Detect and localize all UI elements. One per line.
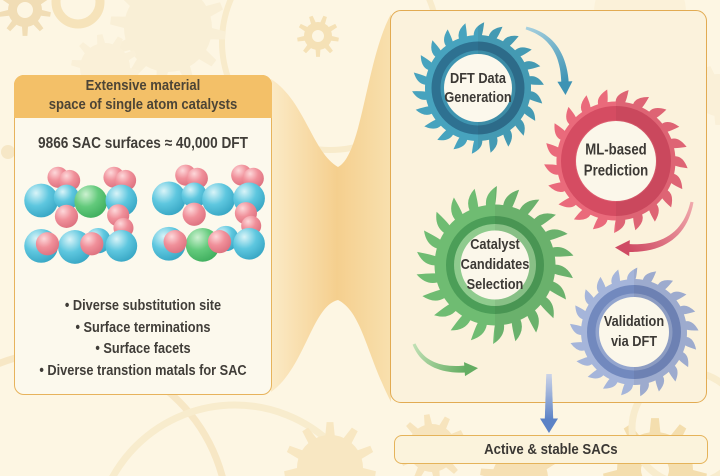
gear-label-line: Catalyst <box>470 236 520 253</box>
feature-list: • Diverse substitution site • Surface te… <box>30 296 255 382</box>
atom-sphere-pink <box>207 230 232 254</box>
atom-sphere-cyan <box>233 227 265 260</box>
feature-substitution-site: • Diverse substitution site <box>64 298 222 314</box>
atom-sphere-pink <box>54 204 79 228</box>
atom-cluster <box>24 166 138 264</box>
output-box-label: Active & stable SACs <box>484 441 618 458</box>
gear-label-line: Generation <box>444 89 512 106</box>
gear-label-line: ML-based <box>585 141 647 159</box>
card-header-line-1: Extensive material <box>85 78 200 94</box>
funnel-shape <box>271 14 391 402</box>
card-header: Extensive material space of single atom … <box>13 74 272 118</box>
atom-sphere-cyan <box>181 182 207 208</box>
sac-structure-illustration <box>24 164 265 264</box>
atom-cluster <box>151 164 265 262</box>
gear-label-ml-based-prediction: ML-based Prediction <box>584 141 648 182</box>
gear-label-line: via DFT <box>610 333 658 350</box>
feature-surface-terminations: • Surface terminations <box>75 319 211 336</box>
feature-transition-metals: • Diverse transtion matals for SAC <box>39 362 247 379</box>
feature-surface-facets: • Surface facets <box>95 341 191 357</box>
stat-line: 9866 SAC surfaces ≈ 40,000 DFT <box>38 135 248 152</box>
atom-sphere-cyan <box>53 184 80 210</box>
atom-sphere-green <box>74 185 108 218</box>
atom-sphere-pink <box>35 232 60 256</box>
material-space-card: Extensive material space of single atom … <box>13 74 272 395</box>
atom-sphere-cyan <box>202 183 235 216</box>
gear-label-catalyst-candidates-selection: Catalyst Candidates Selection <box>461 235 530 295</box>
atom-sphere-cyan <box>151 181 186 216</box>
gear-label-dft-data-generation: DFT Data Generation <box>444 69 511 107</box>
atom-sphere-pink <box>80 232 104 256</box>
gear-label-line: Validation <box>603 313 665 330</box>
gear-label-line: Selection <box>466 276 524 293</box>
card-header-line-2: space of single atom catalysts <box>48 97 237 113</box>
atom-sphere-cyan <box>105 230 138 262</box>
atom-sphere-cyan <box>24 183 59 218</box>
gear-label-line: Prediction <box>583 162 649 179</box>
gear-label-line: Candidates <box>460 256 530 273</box>
gear-label-line: DFT Data <box>450 70 506 87</box>
atom-sphere-pink <box>163 230 187 254</box>
output-box: Active & stable SACs <box>394 435 708 464</box>
atom-sphere-pink <box>182 202 206 226</box>
gear-label-validation-via-dft: Validation via DFT <box>604 312 664 352</box>
